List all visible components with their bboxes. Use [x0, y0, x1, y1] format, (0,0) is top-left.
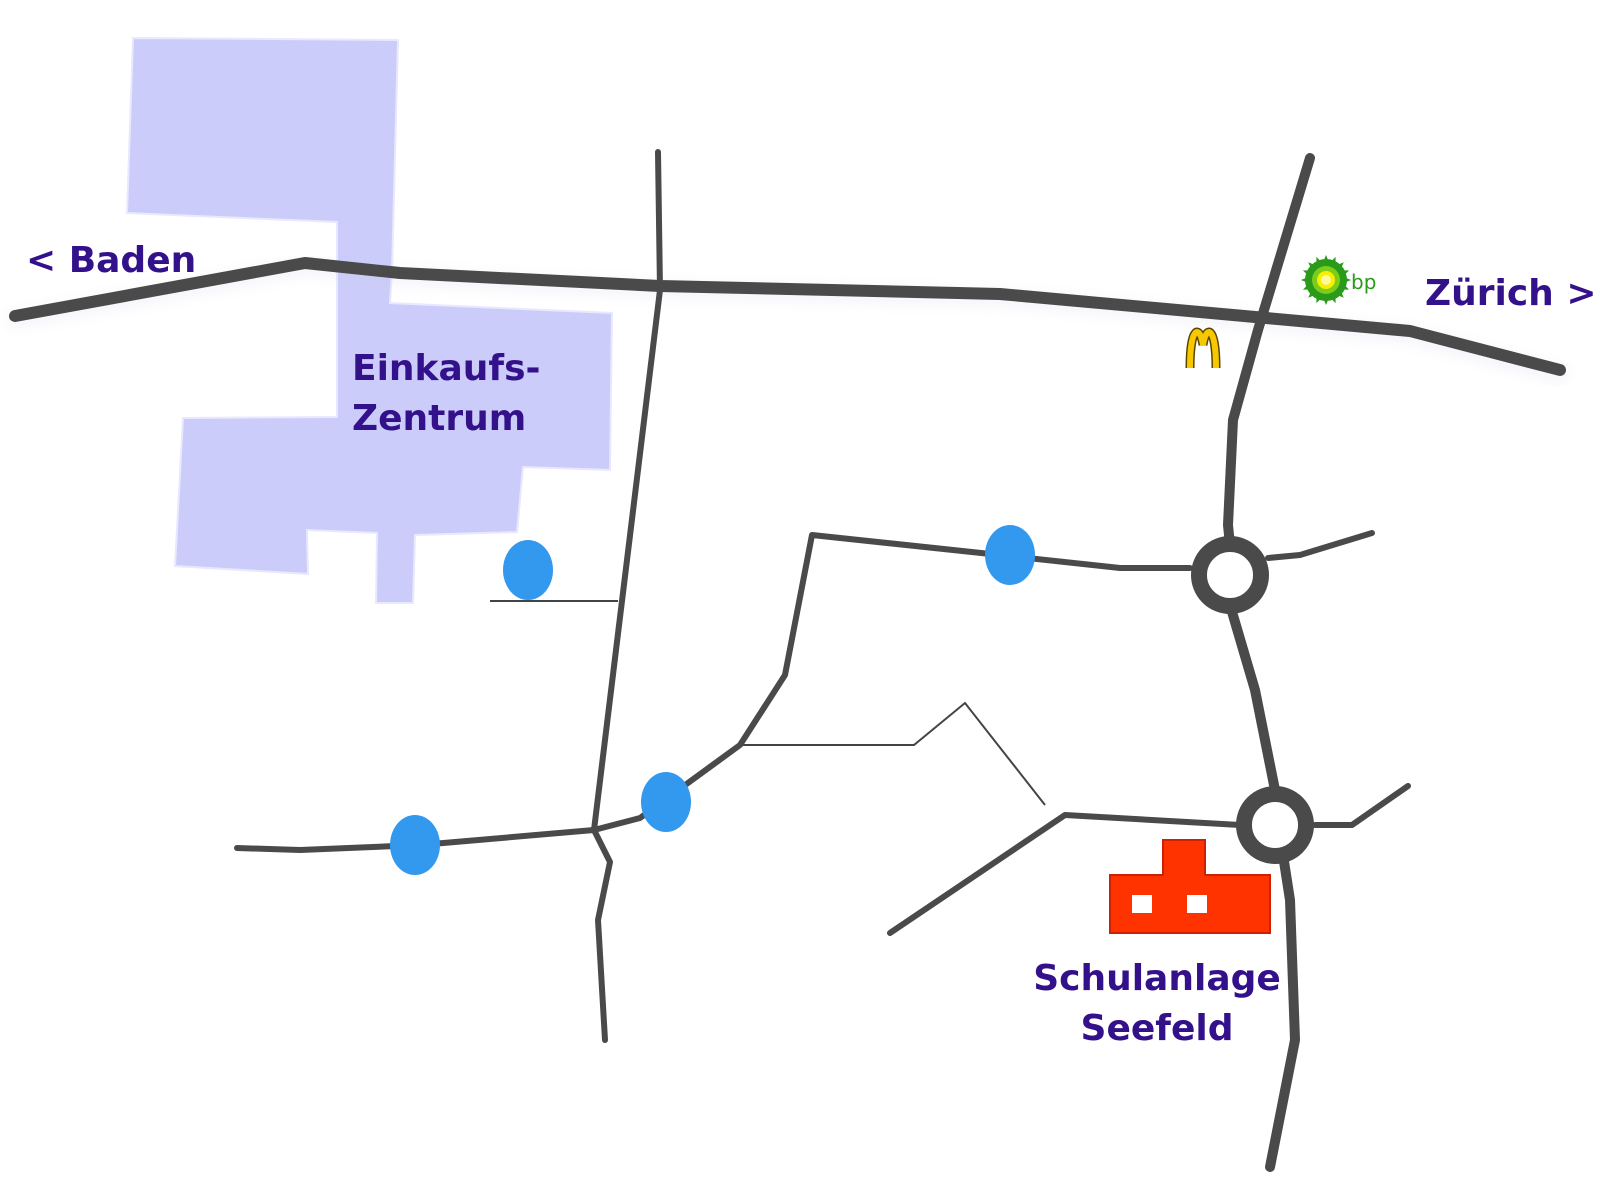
bp-ray	[1329, 256, 1336, 266]
bp-ray	[1329, 294, 1336, 304]
stop-marker	[503, 540, 553, 600]
roundabout-north	[1191, 536, 1269, 614]
bp-ray	[1340, 270, 1350, 277]
bp-ray	[1322, 296, 1330, 305]
bp-ray	[1316, 294, 1323, 304]
minor-roads	[490, 600, 1046, 806]
bp-ray	[1335, 262, 1344, 271]
bp-ray	[1308, 262, 1317, 271]
stop-marker	[641, 772, 691, 832]
road-west-east	[234, 532, 1193, 853]
road-east-2	[1312, 783, 1411, 828]
bp-ray	[1302, 283, 1312, 290]
road-north-east	[1223, 153, 1315, 550]
shopping-center-area	[125, 36, 614, 604]
school-building-icon	[1109, 839, 1271, 934]
bp-ray	[1335, 289, 1344, 298]
mcdonalds-icon	[1185, 327, 1221, 369]
road-vertical-west	[591, 149, 663, 1043]
shopping-center-label-2: Zentrum	[352, 398, 526, 439]
bp-label: bp	[1351, 270, 1376, 294]
road-roundabouts	[1225, 600, 1280, 795]
road-school	[887, 812, 1243, 936]
school-label-2: Seefeld	[1081, 1008, 1234, 1049]
shopping-center-label-1: Einkaufs-	[352, 348, 540, 389]
bp-ray	[1316, 256, 1323, 266]
bp-ray	[1301, 276, 1310, 284]
road-east-1	[1265, 530, 1375, 561]
roundabout-south	[1236, 786, 1314, 864]
baden-label: < Baden	[26, 240, 196, 281]
school-label-1: Schulanlage	[1033, 958, 1281, 999]
road-south	[1265, 850, 1300, 1172]
bp-gas-station-icon: bp	[1301, 255, 1376, 305]
stop-marker	[985, 525, 1035, 585]
bp-ray	[1302, 270, 1312, 277]
roads	[9, 149, 1566, 1172]
bp-ray	[1340, 283, 1350, 290]
stop-markers	[390, 525, 1035, 875]
bp-ray	[1342, 276, 1351, 284]
bp-ray	[1322, 255, 1330, 264]
zurich-label: Zürich >	[1425, 273, 1597, 314]
stop-marker	[390, 815, 440, 875]
bp-ray	[1308, 289, 1317, 298]
path-road	[740, 701, 1046, 806]
